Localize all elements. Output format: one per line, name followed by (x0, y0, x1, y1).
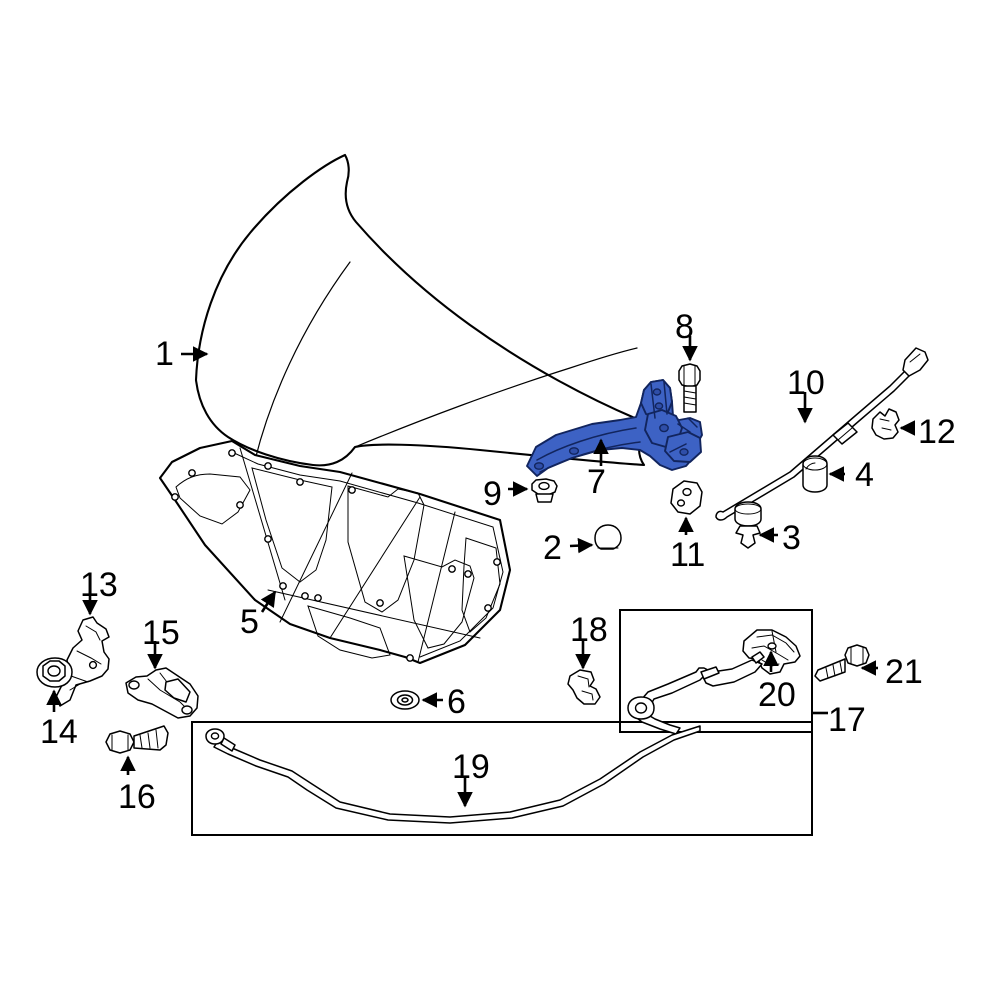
callout-label-6[interactable]: 6 (447, 683, 466, 721)
callout-arrow-2 (569, 537, 594, 554)
part-grommet-plug[interactable] (594, 524, 622, 550)
callout-label-20[interactable]: 20 (758, 676, 796, 714)
callout-label-9[interactable]: 9 (483, 475, 502, 513)
callout-label-3[interactable]: 3 (782, 519, 801, 557)
group-box-latch-assembly (619, 609, 813, 733)
callout-label-13[interactable]: 13 (80, 566, 118, 604)
callout-label-14[interactable]: 14 (40, 713, 78, 751)
callout-label-19[interactable]: 19 (452, 748, 490, 786)
callout-arrow-5 (260, 590, 277, 613)
part-rod-retainer-clip[interactable] (871, 408, 900, 440)
callout-label-21[interactable]: 21 (885, 653, 923, 691)
callout-label-10[interactable]: 10 (787, 364, 825, 402)
part-hood-bumper-nut[interactable] (531, 478, 558, 503)
part-rod-holder-bracket[interactable] (670, 480, 703, 515)
part-latch-bolt[interactable] (105, 725, 169, 754)
callout-label-15[interactable]: 15 (142, 614, 180, 652)
callout-label-2[interactable]: 2 (543, 529, 562, 567)
callout-label-12[interactable]: 12 (918, 413, 956, 451)
part-latch-striker-bracket[interactable] (55, 616, 110, 707)
group-box-release-cable (191, 721, 813, 836)
part-hood-panel[interactable] (194, 153, 646, 467)
part-hinge-bolt[interactable] (678, 363, 701, 413)
part-hood-release-cable[interactable] (205, 725, 701, 824)
part-hood-support-rod[interactable] (715, 347, 929, 521)
part-striker-nut[interactable] (36, 657, 73, 688)
callout-label-4[interactable]: 4 (855, 456, 874, 494)
part-bumper-stopper[interactable] (802, 455, 828, 493)
part-secondary-latch[interactable] (125, 667, 199, 719)
part-insulator-clip-washer[interactable] (390, 690, 420, 710)
callout-label-17[interactable]: 17 (828, 701, 866, 739)
part-latch-cable-linkage[interactable] (627, 651, 765, 735)
callout-label-16[interactable]: 16 (118, 778, 156, 816)
part-hood-hinge-highlighted[interactable] (526, 379, 703, 477)
part-cable-clamp[interactable] (567, 669, 601, 705)
callout-label-8[interactable]: 8 (675, 308, 694, 346)
callout-label-1[interactable]: 1 (155, 335, 174, 373)
callout-label-18[interactable]: 18 (570, 611, 608, 649)
callout-label-11[interactable]: 11 (670, 536, 706, 574)
callout-label-5[interactable]: 5 (240, 603, 259, 641)
part-hood-insulator[interactable] (158, 439, 512, 665)
callout-label-7[interactable]: 7 (587, 463, 606, 501)
part-push-clip[interactable] (734, 501, 762, 549)
part-latch-mount-bolt[interactable] (814, 644, 870, 682)
